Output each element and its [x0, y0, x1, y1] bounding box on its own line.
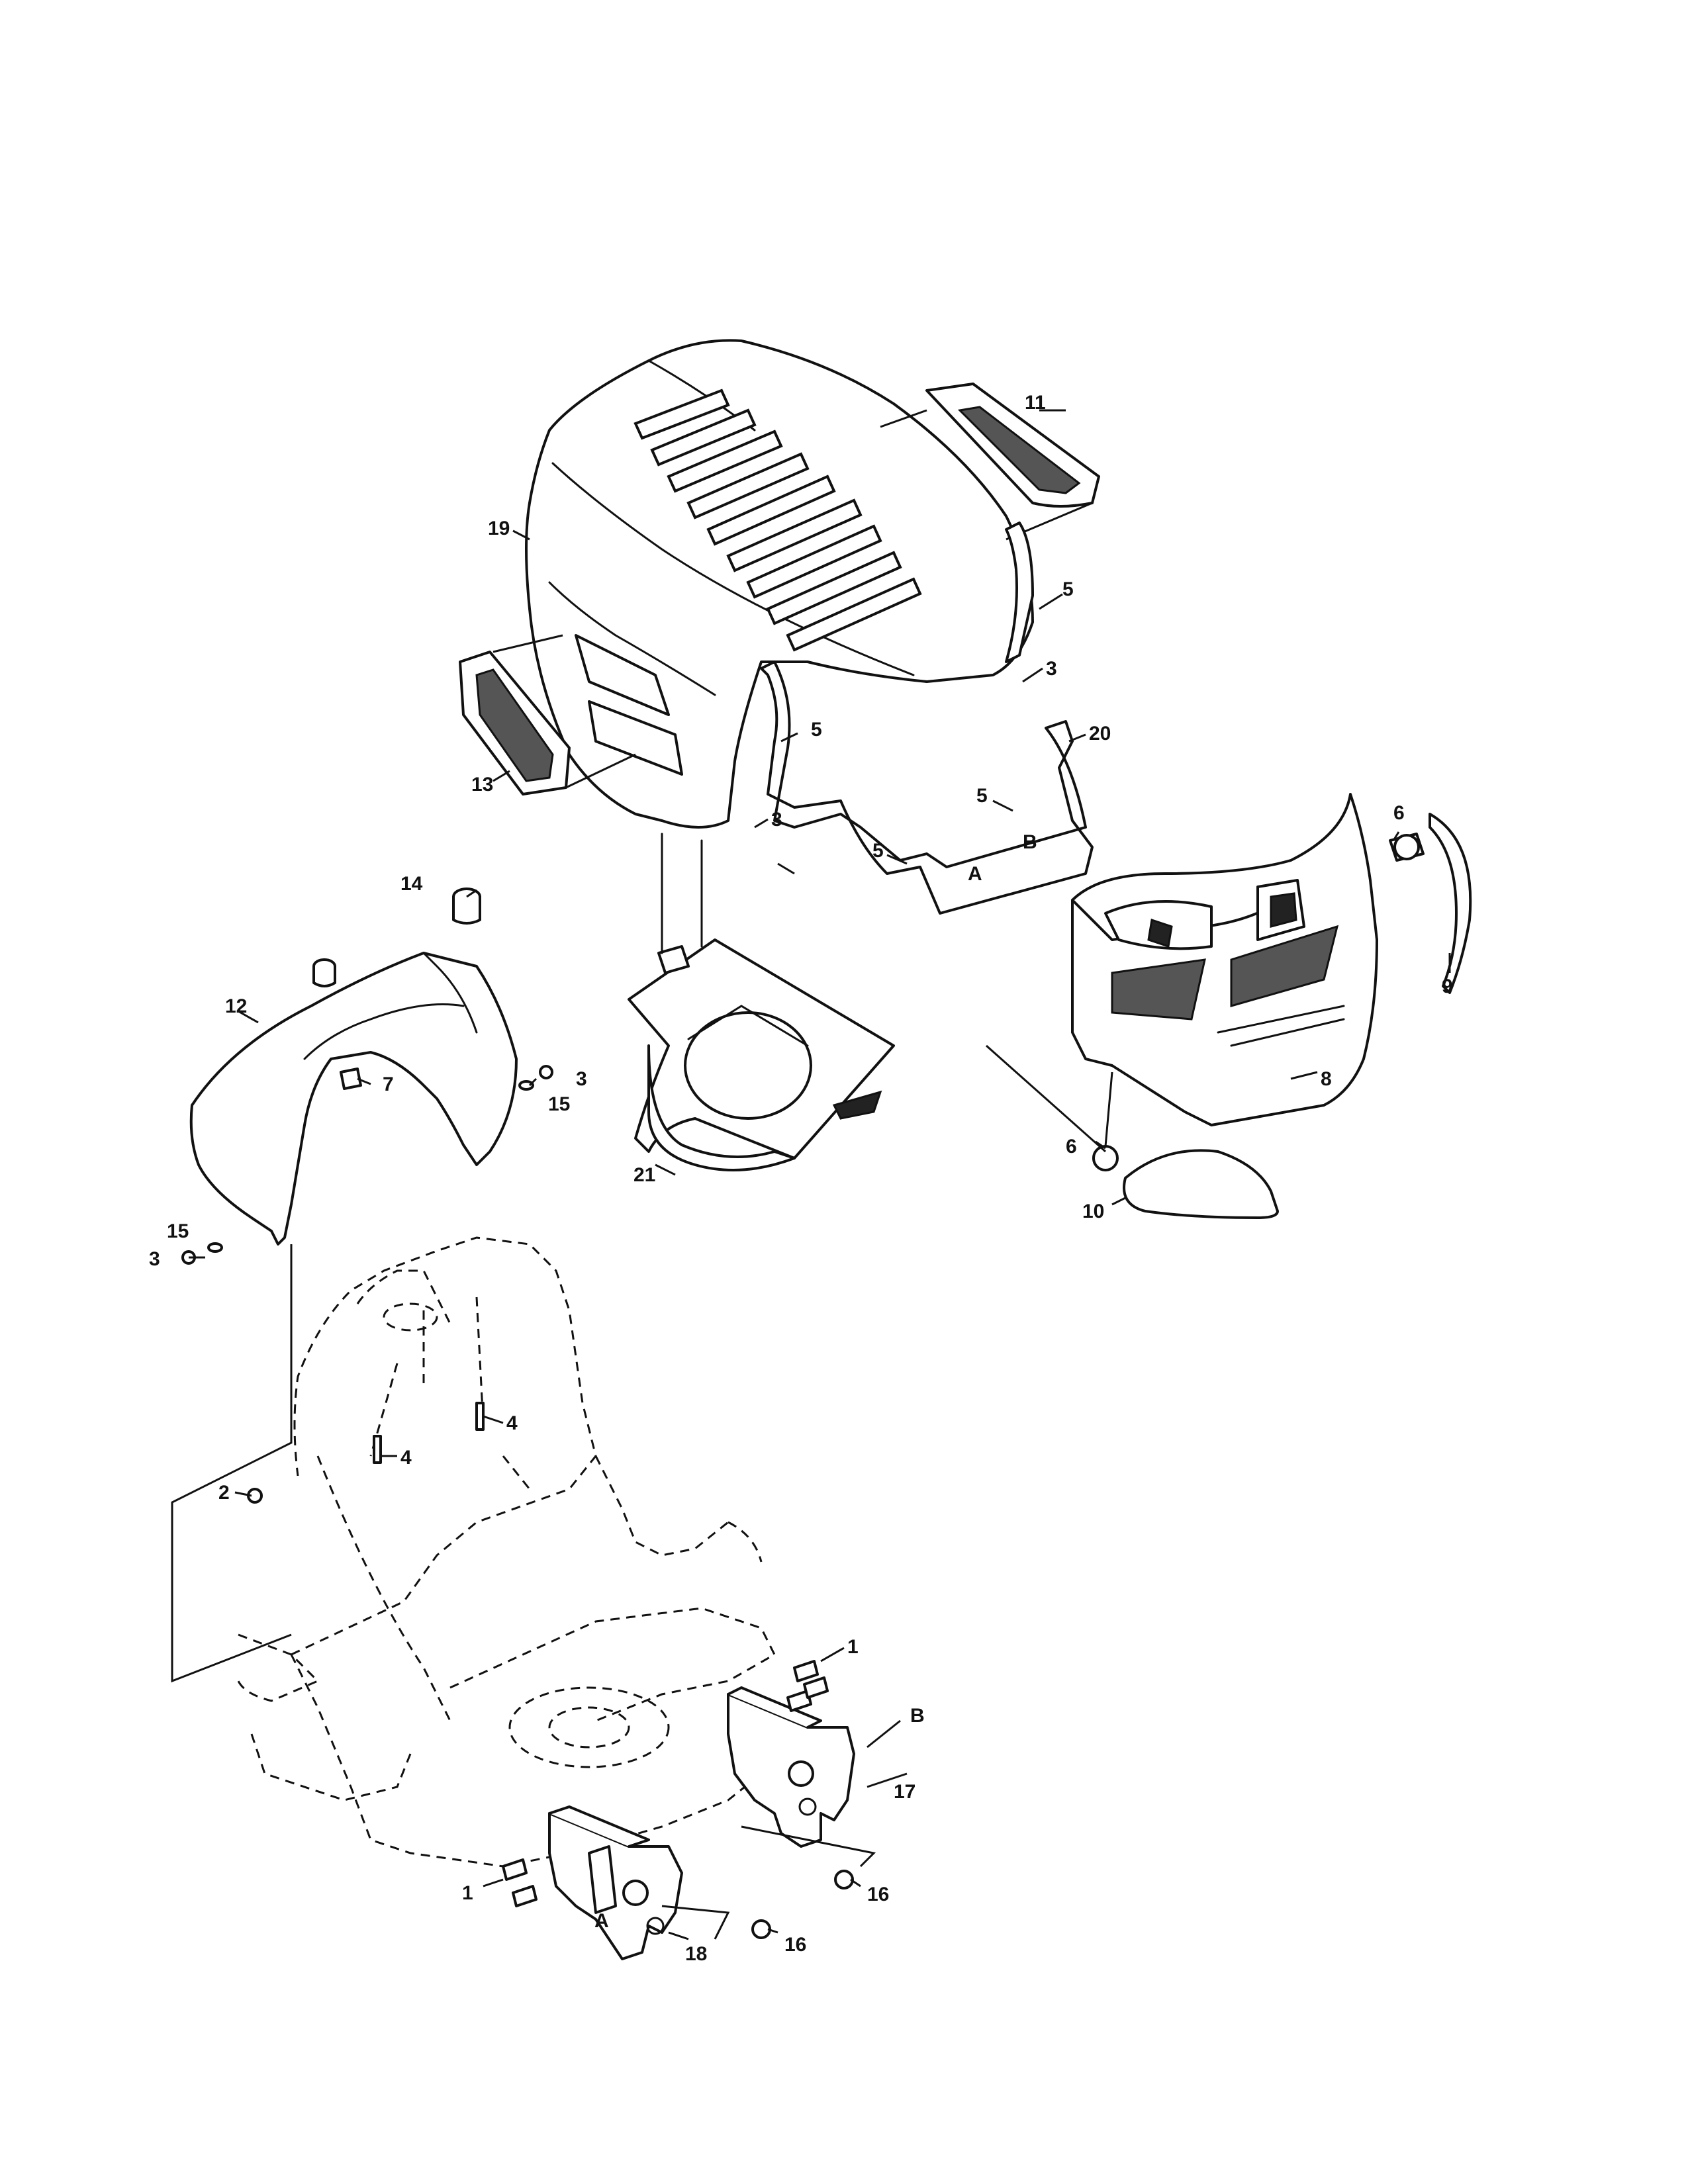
- callout-1-lower: 1: [462, 1882, 473, 1904]
- callout-16-upper: 16: [867, 1884, 889, 1905]
- callout-A-upper: A: [968, 863, 982, 885]
- shroud-frame-connector: [171, 1244, 293, 1683]
- callout-2: 2: [218, 1482, 230, 1504]
- callout-17: 17: [894, 1781, 915, 1803]
- callout-20: 20: [1089, 723, 1111, 745]
- cap-nut-small: [312, 958, 336, 987]
- bolts-lower-part-1: [502, 1858, 538, 1907]
- tractor-frame: [237, 1236, 776, 1868]
- callout-leaders: [189, 409, 1451, 1940]
- callout-15-upper: 15: [548, 1093, 570, 1115]
- dash-support-lines: [661, 833, 703, 954]
- bracket-part-17: [727, 1686, 855, 1848]
- hood-hinge-right: [1005, 522, 1034, 663]
- screw-upper-part-3: [539, 1065, 553, 1079]
- headlight-bulb-upper-part-6: [1389, 833, 1425, 862]
- callout-7: 7: [383, 1073, 394, 1095]
- hood-side-opening-lower: [588, 700, 683, 776]
- callout-13: 13: [471, 774, 493, 796]
- callout-B-upper: B: [1023, 831, 1037, 853]
- callout-19: 19: [488, 518, 510, 539]
- leader-13-lines: [492, 634, 636, 789]
- clip-part-7: [340, 1068, 362, 1090]
- callout-9: 9: [1442, 976, 1453, 997]
- callout-3-hood-right: 3: [1046, 658, 1057, 680]
- callout-3-shroud-left: 3: [149, 1248, 160, 1270]
- nut-lower-part-16: [751, 1919, 771, 1939]
- leader-6-lower: [986, 1044, 1113, 1153]
- leader-16-lines: [661, 1825, 876, 1940]
- callout-3-hood-left: 3: [771, 809, 782, 831]
- callout-15-lower: 15: [167, 1220, 189, 1242]
- callout-12: 12: [225, 995, 247, 1017]
- lens-part-10: [1123, 1149, 1279, 1219]
- grille-trim-part-9: [1429, 813, 1472, 994]
- callout-5-hood-left: 5: [811, 719, 822, 741]
- callout-16-lower: 16: [784, 1934, 806, 1956]
- hood-bracket-part-20: [760, 660, 1094, 915]
- callout-4-left: 4: [400, 1447, 412, 1469]
- callout-3-shroud-right: 3: [576, 1068, 587, 1090]
- hood-side-opening: [575, 634, 670, 716]
- callout-6-lower: 6: [1066, 1136, 1077, 1158]
- headlight-bulb-lower-part-6: [1092, 1145, 1119, 1171]
- callout-8: 8: [1321, 1068, 1332, 1090]
- shroud-part-12: [189, 952, 518, 1246]
- grille-part-8: [1071, 793, 1378, 1126]
- washer-lower-part-15: [207, 1242, 223, 1253]
- hood-vent-slots: [633, 388, 922, 652]
- nut-upper-part-16: [834, 1870, 854, 1889]
- callout-B-lower: B: [910, 1705, 925, 1727]
- callout-21: 21: [633, 1164, 655, 1186]
- cap-nut-part-14: [452, 887, 481, 925]
- callout-5-bracket-left: 5: [872, 840, 884, 862]
- callout-labels: 1 1 2 3 3 3 3 4 4 5 5 5 5 6 6 7 8 9 10 1…: [149, 392, 1453, 1965]
- bracket-part-18: [548, 1805, 683, 1960]
- callout-18: 18: [685, 1943, 707, 1965]
- hood-vent-right-part-11: [925, 383, 1100, 508]
- washer-upper-part-15: [518, 1080, 534, 1091]
- screw-part-4b: [475, 1402, 485, 1431]
- callout-11: 11: [1025, 392, 1046, 414]
- callout-5-hood-right: 5: [1062, 578, 1074, 600]
- bolts-upper-part-1: [786, 1660, 829, 1712]
- callout-10: 10: [1082, 1201, 1104, 1222]
- callout-14: 14: [400, 873, 423, 895]
- callout-1-upper: 1: [847, 1636, 859, 1658]
- callout-6-upper: 6: [1393, 802, 1405, 824]
- callout-5-bracket-right: 5: [976, 785, 988, 807]
- dash-part-21: [628, 938, 895, 1171]
- callout-4-right: 4: [506, 1412, 518, 1434]
- screw-part-4a: [373, 1435, 382, 1464]
- callout-A-lower: A: [594, 1910, 609, 1932]
